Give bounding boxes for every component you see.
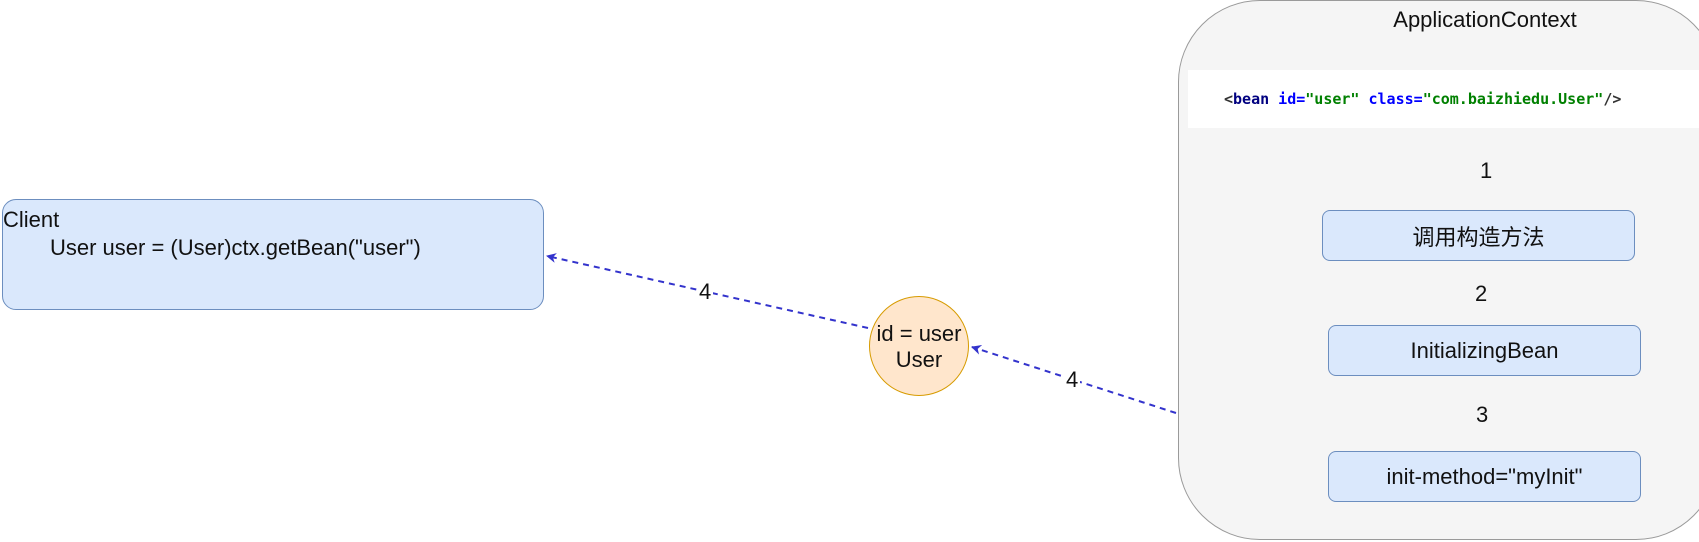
edge-label-step-1: 1 [1478,158,1495,183]
user-bean-id-label: id = user [876,321,962,346]
xml-tag-name: bean [1233,90,1270,108]
bean-config-xml: <bean id="user" class="com.baizhiedu.Use… [1224,90,1621,108]
client-title: Client [3,207,60,232]
bean-config-panel [1188,70,1699,128]
edge-context-to-bean [971,345,1177,414]
xml-id-value: "user" [1305,90,1360,108]
initializing-bean-step-node: InitializingBean [1328,325,1641,376]
xml-id-attribute: id= [1269,90,1306,108]
edge-label-return-to-bean: 4 [1064,367,1081,392]
edge-label-step-3: 3 [1474,402,1491,427]
user-bean-type-label: User [895,347,943,372]
xml-class-value: "com.baizhiedu.User" [1422,90,1604,108]
client-node [2,199,544,310]
client-code-line: User user = (User)ctx.getBean("user") [50,235,421,260]
xml-class-attribute: class= [1359,90,1423,108]
xml-open-bracket: < [1224,90,1234,108]
xml-self-close: /> [1603,90,1622,108]
edge-label-return-to-client: 4 [697,279,714,304]
constructor-step-node: 调用构造方法 [1322,210,1635,261]
init-method-step-node: init-method="myInit" [1328,451,1641,502]
application-context-title: ApplicationContext [1393,7,1577,32]
edge-label-step-2: 2 [1473,281,1490,306]
user-bean-node [869,296,969,396]
